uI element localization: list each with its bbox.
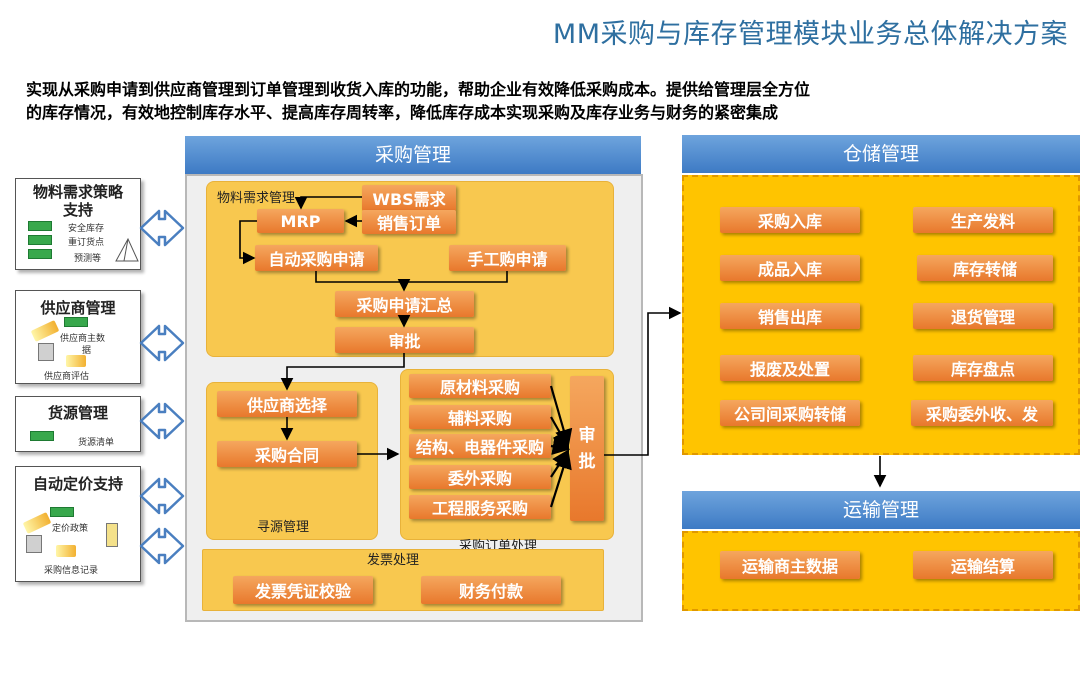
source-list-label: 货源清单 <box>78 438 115 448</box>
money-icon <box>28 249 52 259</box>
invoice-panel-label: 发票处理 <box>367 553 420 568</box>
purchase-inbound-button[interactable]: 采购入库 <box>720 207 860 233</box>
production-issue-button[interactable]: 生产发料 <box>913 207 1053 233</box>
stock-transfer-button[interactable]: 库存转储 <box>917 255 1053 281</box>
pyramid-icon <box>115 237 139 262</box>
reorder-point-label: 重订货点 <box>68 238 105 248</box>
safety-stock-label: 安全库存 <box>68 224 105 234</box>
wbs-demand-button[interactable]: WBS需求 <box>362 185 456 211</box>
money-icon <box>64 317 88 327</box>
finance-payment-button[interactable]: 财务付款 <box>421 576 561 604</box>
intro-line-2: 的库存情况，有效地控制库存水平、提高库存周转率，降低库存成本实现采购及库存业务与… <box>26 103 779 122</box>
sales-outbound-button[interactable]: 销售出库 <box>720 303 860 329</box>
manual-pr-button[interactable]: 手工购申请 <box>449 245 566 271</box>
tag-icon <box>106 523 118 547</box>
raw-material-po-button[interactable]: 原材料采购 <box>409 374 551 398</box>
auto-pr-button[interactable]: 自动采购申请 <box>255 245 378 271</box>
material-strategy-title: 物料需求策略 支持 <box>16 183 140 219</box>
page-title: MM采购与库存管理模块业务总体解决方案 <box>552 19 1068 50</box>
scrap-disposal-button[interactable]: 报废及处置 <box>720 355 860 381</box>
document-icon <box>26 535 42 553</box>
pr-summary-button[interactable]: 采购申请汇总 <box>335 291 474 317</box>
money-icon <box>30 431 54 441</box>
source-mgmt-title: 货源管理 <box>47 404 108 422</box>
forecast-label: 预测等 <box>74 254 102 264</box>
supplier-mgmt-title: 供应商管理 <box>40 299 116 317</box>
auto-pricing-box: 自动定价支持 定价政策 采购信息记录 <box>15 466 141 582</box>
money-icon <box>28 221 52 231</box>
po-approve-button[interactable]: 审 批 <box>570 376 604 521</box>
subcontract-po-button[interactable]: 委外采购 <box>409 465 551 489</box>
supplier-eval-label: 供应商评估 <box>44 372 90 382</box>
purchasing-header: 采购管理 <box>185 136 641 174</box>
intro-line-1: 实现从采购申请到供应商管理到订单管理到收货入库的功能，帮助企业有效降低采购成本。… <box>26 80 811 99</box>
money-icon <box>28 235 52 245</box>
supplier-mgmt-box: 供应商管理 供应商主数 据 供应商评估 <box>15 290 141 384</box>
document-icon <box>38 343 54 361</box>
supplier-master-label-2: 据 <box>82 346 92 356</box>
finished-goods-inbound-button[interactable]: 成品入库 <box>720 255 860 281</box>
mrp-button[interactable]: MRP <box>257 209 344 233</box>
material-strategy-title-line2: 支持 <box>62 201 93 219</box>
subcontract-receive-issue-button[interactable]: 采购委外收、发 <box>911 400 1053 426</box>
sales-order-button[interactable]: 销售订单 <box>362 210 456 234</box>
transport-header: 运输管理 <box>682 491 1080 529</box>
invoice-verify-button[interactable]: 发票凭证校验 <box>233 576 373 604</box>
material-strategy-title-line1: 物料需求策略 <box>32 183 123 201</box>
mrp-panel-label: 物料需求管理 <box>217 191 296 206</box>
carrier-master-button[interactable]: 运输商主数据 <box>720 551 860 579</box>
money-icon <box>50 507 74 517</box>
sourcing-panel-label: 寻源管理 <box>257 520 310 535</box>
supplier-select-button[interactable]: 供应商选择 <box>217 391 357 417</box>
structure-electrical-po-button[interactable]: 结构、电器件采购 <box>409 434 551 458</box>
purchase-contract-button[interactable]: 采购合同 <box>217 441 357 467</box>
pr-approve-button[interactable]: 审批 <box>335 327 474 353</box>
auto-pricing-title: 自动定价支持 <box>32 475 123 493</box>
stock-count-button[interactable]: 库存盘点 <box>913 355 1053 381</box>
return-mgmt-button[interactable]: 退货管理 <box>913 303 1053 329</box>
hand-icon <box>56 545 76 557</box>
double-arrow-icons <box>139 209 185 565</box>
warehouse-header: 仓储管理 <box>682 135 1080 173</box>
material-strategy-box: 物料需求策略 支持 安全库存 重订货点 预测等 <box>15 178 141 270</box>
source-mgmt-box: 货源管理 货源清单 <box>15 396 141 452</box>
hand-icon <box>66 355 86 367</box>
purchase-info-record-label: 采购信息记录 <box>44 566 99 576</box>
pricing-policy-label: 定价政策 <box>52 524 89 534</box>
auxiliary-po-button[interactable]: 辅料采购 <box>409 405 551 429</box>
engineering-service-po-button[interactable]: 工程服务采购 <box>409 495 551 519</box>
transport-settlement-button[interactable]: 运输结算 <box>913 551 1053 579</box>
supplier-master-label: 供应商主数 <box>60 334 106 344</box>
intercompany-transfer-button[interactable]: 公司间采购转储 <box>720 400 860 426</box>
